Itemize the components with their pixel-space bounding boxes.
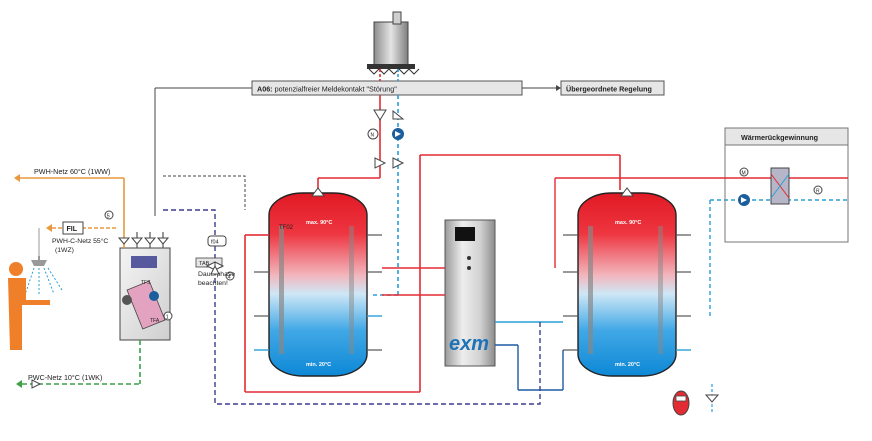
heat-recovery-panel: Wärmerückgewinnung M R bbox=[710, 128, 848, 316]
pump-tag-n: N bbox=[371, 133, 375, 139]
right-tank-max-label: max. 90°C bbox=[615, 220, 641, 226]
station-top-valves bbox=[119, 232, 168, 248]
pwc-label: PWC-Netz 10°C (1WK) bbox=[28, 373, 102, 382]
expansion-vessel bbox=[673, 384, 718, 415]
signal-bus: A06: potenzialfreier Meldekontakt "Störu… bbox=[155, 81, 664, 216]
bus-label: A06: potenzialfreier Meldekontakt "Störu… bbox=[257, 85, 397, 94]
station-number-1: 1 bbox=[166, 315, 169, 321]
dauerphase-line2: beachten! bbox=[198, 280, 228, 287]
person-icon bbox=[8, 262, 50, 350]
pwhc-code-label: (1WZ) bbox=[55, 247, 74, 254]
station-tfa-label: TFA bbox=[150, 318, 160, 324]
station-tfs-label: TFS bbox=[141, 280, 151, 286]
number-5: 5 bbox=[107, 214, 110, 220]
exm-logo: exm bbox=[449, 333, 489, 355]
filter-label: FIL bbox=[67, 226, 78, 233]
left-tank-min-label: min. 20°C bbox=[306, 362, 331, 368]
fig-tag-b: f04 bbox=[211, 240, 219, 246]
left-tank-sensor-label: TF02 bbox=[279, 225, 294, 231]
exm-control-cabinet: exm bbox=[445, 220, 495, 366]
right-tank-min-label: min. 20°C bbox=[615, 362, 640, 368]
pwhc-label: PWH-C-Netz 55°C bbox=[52, 237, 108, 245]
pwh-main-label: PWH-Netz 60°C (1WW) bbox=[34, 167, 110, 176]
heat-recovery-title: Wärmerückgewinnung bbox=[741, 133, 818, 142]
higher-control-label: Übergeordnete Regelung bbox=[566, 85, 652, 94]
buffer-tank-left: max. 90°C min. 20°C TF02 bbox=[269, 188, 367, 376]
fig-tag-a: f02 bbox=[150, 225, 151, 226]
shower-icon bbox=[26, 256, 62, 296]
boiler-unit bbox=[367, 12, 419, 74]
domestic-water-station: TFS TFA 1 bbox=[120, 248, 172, 340]
cabinet-display bbox=[455, 227, 475, 241]
buffer-tank-right: max. 90°C min. 20°C bbox=[578, 188, 676, 376]
recovery-tag-m: M bbox=[742, 171, 746, 177]
left-tank-max-label: max. 90°C bbox=[306, 220, 332, 226]
recovery-tag-r: R bbox=[816, 189, 820, 195]
